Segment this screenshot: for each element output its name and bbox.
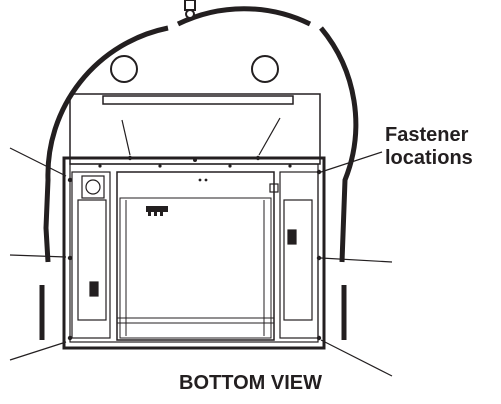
- hole-right: [251, 55, 279, 83]
- fastener-callout-label: Fastener locations: [385, 124, 501, 170]
- upper-slot: [102, 95, 294, 105]
- arc-segment-left: [43, 25, 169, 263]
- arc-segment-right: [319, 26, 359, 263]
- arc-segment-top: [176, 6, 312, 27]
- main-frame: [62, 156, 326, 350]
- callout-line-2: locations: [385, 147, 473, 169]
- view-title: BOTTOM VIEW: [179, 372, 322, 394]
- center-connector: [146, 206, 168, 216]
- right-side-panel: [269, 171, 319, 339]
- fastener-points: [67, 155, 322, 341]
- left-side-panel: [71, 171, 111, 339]
- hole-left: [110, 55, 138, 83]
- callout-line-1: Fastener: [385, 124, 469, 146]
- callout-leaders: [9, 117, 393, 377]
- outer-dashed-arc: [39, 6, 359, 340]
- top-nub: [184, 0, 196, 19]
